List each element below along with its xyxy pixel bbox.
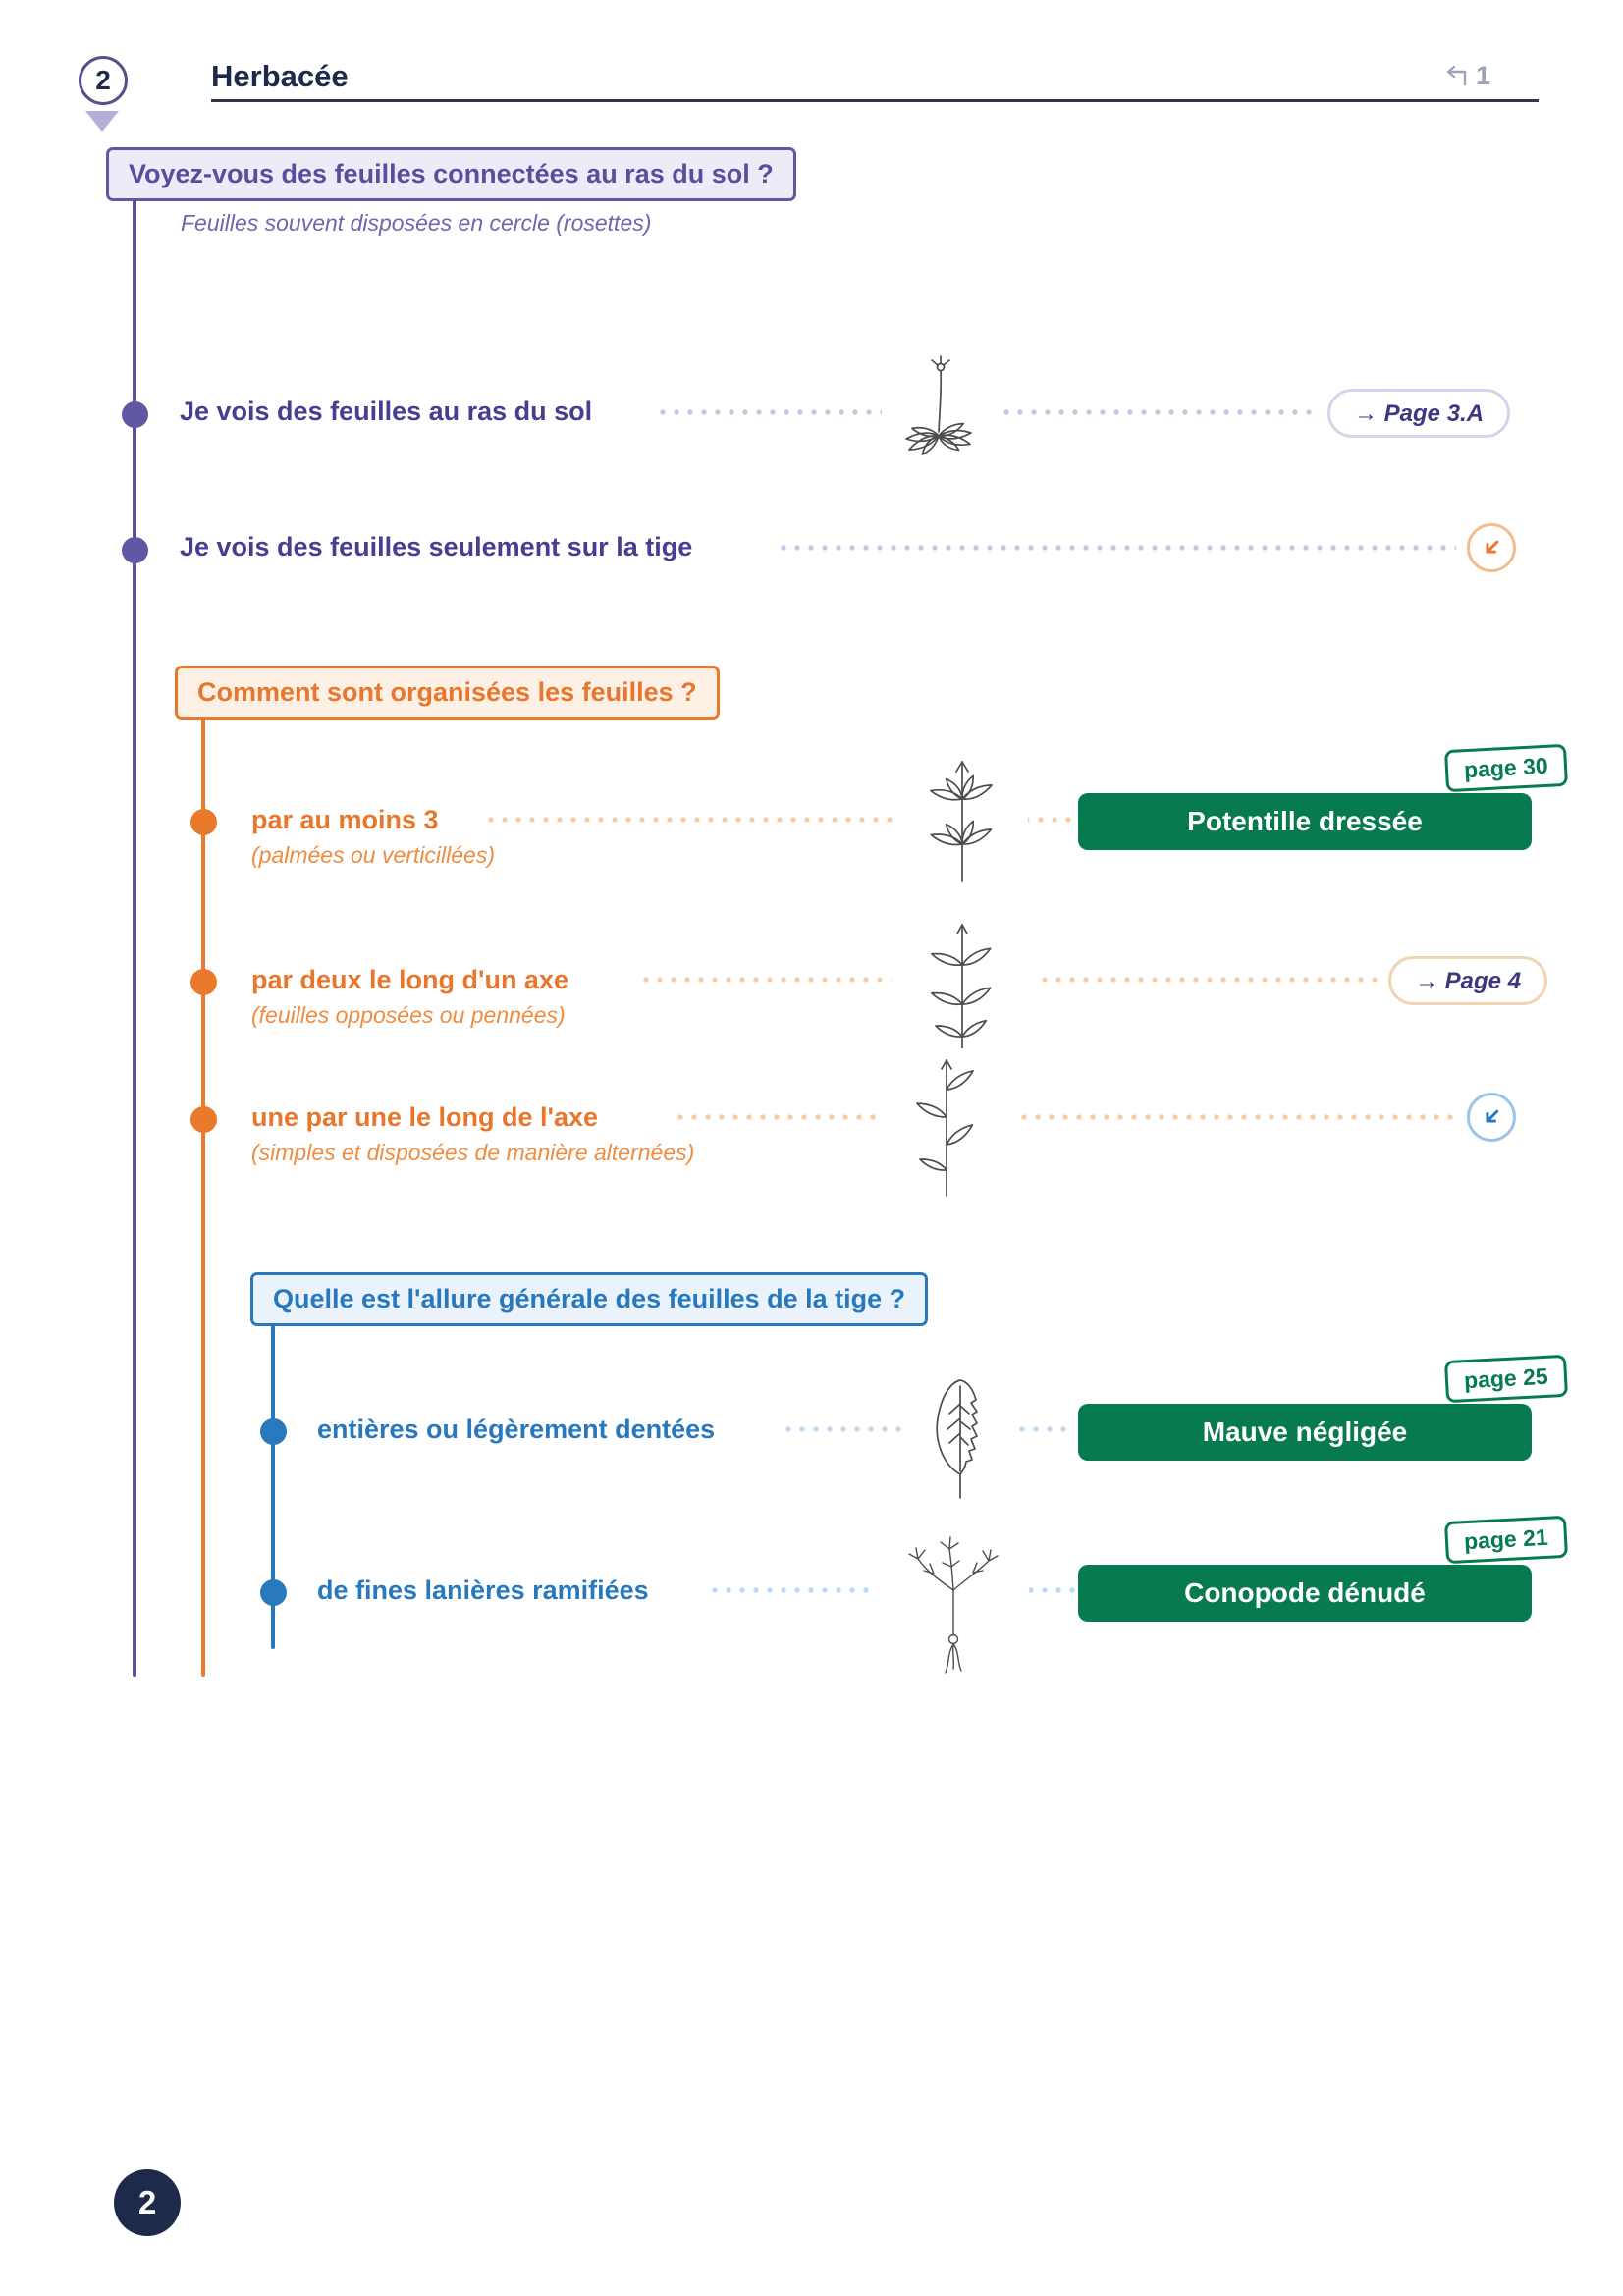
connector-line-purple bbox=[133, 196, 136, 1677]
option-label: Je vois des feuilles seulement sur la ti… bbox=[180, 532, 693, 561]
option-label: Je vois des feuilles au ras du sol bbox=[180, 397, 593, 426]
question-3-box: Quelle est l'allure générale des feuille… bbox=[250, 1272, 929, 1326]
question-1-hint: Feuilles souvent disposées en cercle (ro… bbox=[181, 210, 652, 236]
finely-divided-plant-illustration bbox=[877, 1520, 1029, 1679]
page-tag[interactable]: page 30 bbox=[1443, 743, 1568, 793]
dotted-leader bbox=[781, 545, 1456, 551]
section-number: 2 bbox=[95, 65, 111, 95]
page-number: 2 bbox=[137, 2184, 157, 2220]
option-detail: (palmées ou verticillées) bbox=[251, 842, 495, 868]
option-bullet bbox=[122, 537, 148, 563]
toothed-leaf-illustration bbox=[905, 1364, 1015, 1504]
return-arrow-icon bbox=[1446, 65, 1467, 85]
species-result-button[interactable]: Conopode dénudé bbox=[1078, 1565, 1532, 1622]
arrow-down-left-icon bbox=[1486, 1109, 1499, 1123]
alternate-leaves-illustration bbox=[882, 1048, 1014, 1203]
option-label: de fines lanières ramifiées bbox=[317, 1575, 649, 1605]
section-marker-triangle bbox=[85, 111, 119, 132]
option-bullet bbox=[190, 1106, 217, 1133]
page-link-3a[interactable]: → Page 3.A bbox=[1327, 389, 1511, 438]
option-label: par au moins 3 bbox=[251, 805, 439, 834]
page-number-badge: 2 bbox=[114, 2169, 181, 2236]
option-label: entières ou légèrement dentées bbox=[317, 1415, 716, 1444]
option-bullet bbox=[122, 401, 148, 428]
back-reference[interactable]: 1 bbox=[1441, 61, 1490, 91]
connector-line-orange bbox=[201, 714, 205, 1677]
option-bullet bbox=[190, 969, 217, 995]
continue-below-button[interactable] bbox=[1467, 523, 1516, 572]
section-number-badge: 2 bbox=[79, 56, 128, 105]
option-bullet bbox=[260, 1579, 287, 1606]
page-tag[interactable]: page 25 bbox=[1443, 1354, 1568, 1404]
page-link-4[interactable]: → Page 4 bbox=[1388, 956, 1548, 1005]
arrow-down-left-icon bbox=[1486, 540, 1499, 554]
back-page-number: 1 bbox=[1476, 61, 1491, 90]
option-bullet bbox=[260, 1418, 287, 1445]
dotted-leader bbox=[677, 1114, 1458, 1120]
page-tag[interactable]: page 21 bbox=[1443, 1515, 1568, 1565]
option-label: par deux le long d'un axe bbox=[251, 965, 568, 994]
connector-line-blue bbox=[271, 1320, 275, 1649]
continue-below-button[interactable] bbox=[1467, 1093, 1516, 1142]
page-title: Herbacée bbox=[211, 59, 349, 93]
option-bullet bbox=[190, 809, 217, 835]
header-rule bbox=[211, 99, 1539, 102]
whorled-leaves-illustration bbox=[895, 748, 1028, 890]
species-result-button[interactable]: Potentille dressée bbox=[1078, 793, 1532, 850]
option-detail: (simples et disposées de manière alterné… bbox=[251, 1140, 695, 1165]
option-label: une par une le long de l'axe bbox=[251, 1102, 599, 1132]
species-result-button[interactable]: Mauve négligée bbox=[1078, 1404, 1532, 1461]
option-detail: (feuilles opposées ou pennées) bbox=[251, 1002, 566, 1028]
rosette-plant-illustration bbox=[882, 353, 998, 469]
question-2-box: Comment sont organisées les feuilles ? bbox=[175, 666, 720, 720]
question-1-box: Voyez-vous des feuilles connectées au ra… bbox=[106, 147, 796, 201]
dotted-leader bbox=[488, 817, 1075, 823]
opposite-leaves-illustration bbox=[892, 911, 1034, 1068]
